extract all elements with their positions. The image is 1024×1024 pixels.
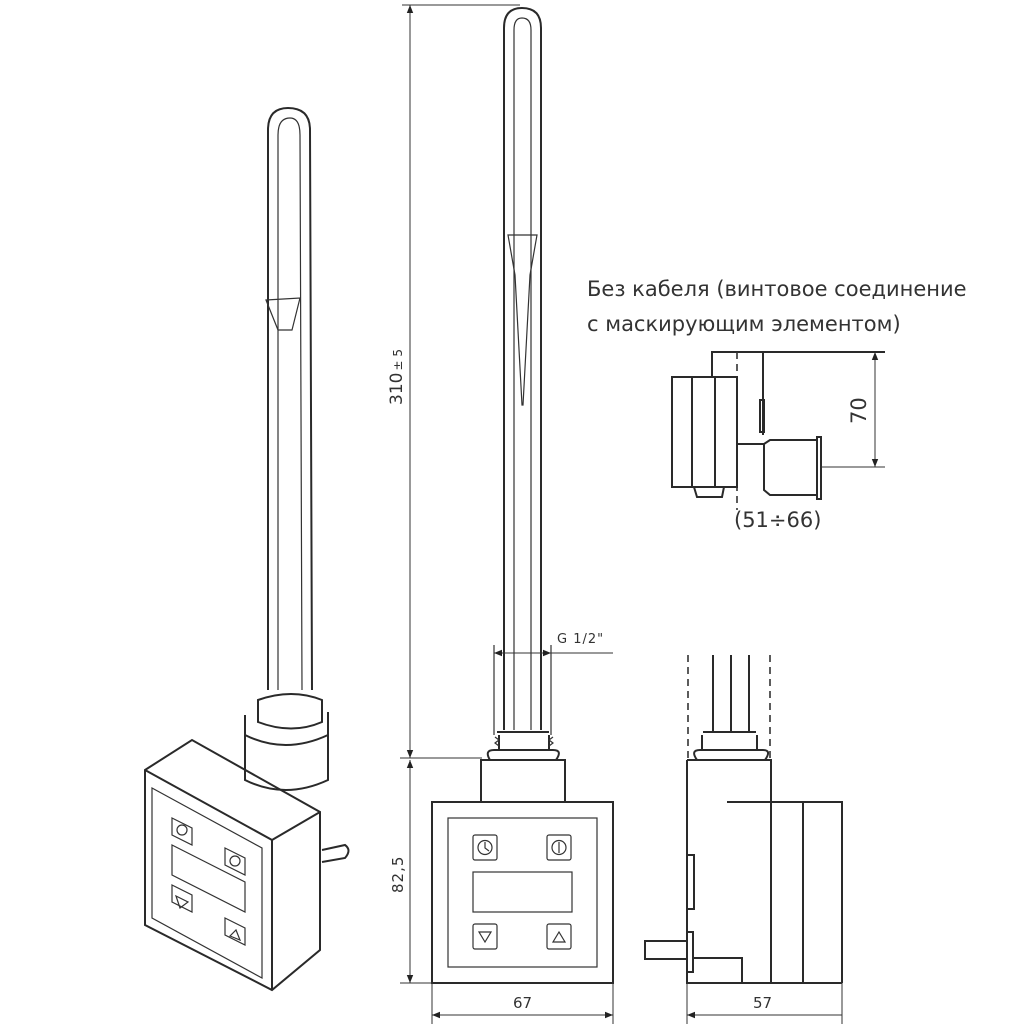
control-panel xyxy=(447,817,598,968)
front-nut xyxy=(486,749,560,761)
clock-button[interactable] xyxy=(472,834,498,861)
side-view xyxy=(644,655,843,984)
front-heating-rod xyxy=(503,6,542,730)
caption-line-1: Без кабеля (винтовое соединение xyxy=(587,277,967,301)
display-screen xyxy=(472,871,573,913)
body-depth-label: 57 xyxy=(753,994,772,1012)
caption-line-2: с маскирующим элементом) xyxy=(587,312,901,336)
total-length-label: 310± 5 xyxy=(387,349,407,405)
down-arrow-icon xyxy=(477,931,493,944)
body-height-label: 82,5 xyxy=(389,856,407,893)
power-icon xyxy=(551,839,567,856)
iso-heating-rod xyxy=(267,106,313,691)
inset-range-label: (51÷66) xyxy=(734,508,821,532)
body-width-label: 67 xyxy=(513,994,532,1012)
power-button[interactable] xyxy=(546,834,572,861)
thread-label: G 1/2" xyxy=(557,632,604,647)
iso-body xyxy=(144,738,321,992)
front-body xyxy=(431,801,614,984)
inset-height-label: 70 xyxy=(847,397,871,424)
iso-thread xyxy=(257,693,323,730)
isometric-view xyxy=(144,106,350,992)
clock-icon xyxy=(477,839,493,856)
inset-view: 70 (51÷66) xyxy=(671,351,885,532)
down-button[interactable] xyxy=(472,923,498,950)
front-view: G 1/2" xyxy=(431,6,614,984)
iso-neck xyxy=(244,712,329,791)
up-button[interactable] xyxy=(546,923,572,950)
up-arrow-icon xyxy=(551,930,567,943)
front-neck xyxy=(480,759,566,803)
